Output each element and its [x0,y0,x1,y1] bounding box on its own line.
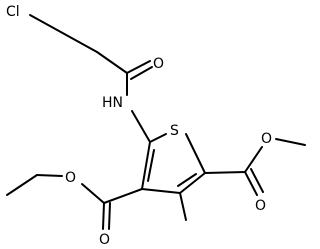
methyl-ester-ether-oxygen-label: O [261,131,272,147]
thiophene-sulfur-label: S [170,123,179,139]
bond-c2-ester-carbon [204,171,246,174]
bond-ethyl-ester-carbonyl-1 [102,202,105,230]
bond-ch2-carbonyl [96,51,128,74]
molecule-structure-diagram: Cl O HN S O O O O [6,4,306,248]
bond-methyl-ester-carbonyl-2 [250,168,264,193]
bond-ethyl-ester-carbonyl-2 [108,202,111,230]
bond-cl-ch2 [29,14,98,53]
bond-methyl-ester-ether [244,146,263,173]
bond-ethyl-o-ch2 [36,174,63,177]
methyl-ester-carbonyl-oxygen-label: O [255,198,266,214]
bond-methyl-ester-carbonyl-1 [244,171,258,196]
amide-oxygen-label: O [153,56,164,72]
bond-ring-methyl [179,192,187,221]
bond-ring-s-c2 [185,133,206,174]
chlorine-label: Cl [6,4,20,20]
ethyl-ester-ether-oxygen-label: O [65,170,76,186]
bond-amide-carbonyl-double-1 [126,60,151,74]
bond-ring-c5-s [149,133,167,143]
amide-nitrogen-label: HN [102,95,123,111]
bond-ring-c2-c3 [179,172,206,194]
bond-ethyl-ch2-ch3 [6,174,38,196]
bond-nh-ring [131,110,151,143]
bond-ring-c4-c5-inner [147,149,155,182]
ethyl-ester-carbonyl-oxygen-label: O [99,232,110,248]
bond-methyl-ester-och3 [275,138,306,146]
bond-ring-c3-c4 [141,188,181,194]
bond-ring-c4-c5 [141,141,151,190]
bond-ethyl-ester-ether [81,183,105,204]
bond-amide-carbonyl-double-2 [130,66,153,80]
bond-c4-ester-carbon [103,188,143,204]
bond-ring-c2-c3-inner [177,173,197,187]
